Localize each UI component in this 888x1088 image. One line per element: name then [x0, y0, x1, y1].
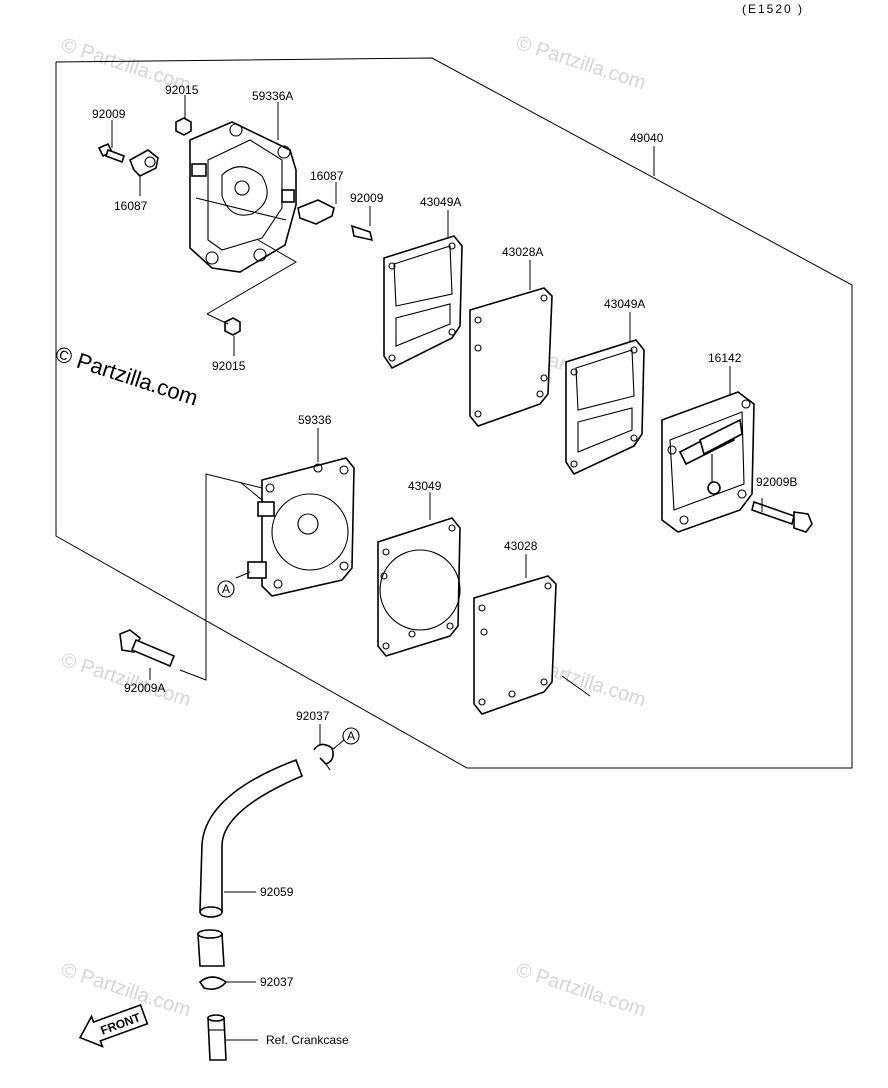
marker-A-clip: A	[342, 727, 360, 745]
pump-body-59336	[247, 457, 355, 597]
watermark-faint: © Partzilla.com	[513, 32, 648, 95]
nut-92015-bottom	[224, 317, 241, 336]
marker-A-label: A	[222, 582, 230, 596]
part-label-92009-left: 92009	[92, 107, 126, 121]
part-label-92009A: 92009A	[124, 681, 165, 695]
diaphragm-43028	[473, 575, 557, 715]
fitting-16087-right	[297, 199, 335, 225]
part-label-16087-left: 16087	[114, 199, 148, 213]
part-label-49040: 49040	[630, 131, 664, 145]
leader-line	[561, 675, 591, 697]
part-label-92059: 92059	[260, 885, 294, 899]
leader-line	[239, 481, 263, 501]
fitting-16087-left	[128, 149, 159, 177]
leader-line	[179, 473, 263, 681]
bolt-92009-right	[350, 224, 374, 242]
part-label-59336: 59336	[298, 413, 332, 427]
gasket-43049A-1	[383, 235, 463, 370]
leader-line	[206, 239, 297, 315]
assembly-outline	[55, 57, 853, 769]
marker-A-body: A	[217, 580, 235, 598]
gasket-43049	[377, 517, 461, 657]
hose-92059	[199, 758, 304, 918]
gasket-43049A-2	[565, 339, 645, 476]
diaphragm-43028A	[469, 287, 553, 427]
marker-A-label: A	[347, 729, 355, 743]
ref-crankcase-label: Ref. Crankcase	[266, 1033, 349, 1047]
part-label-16142: 16142	[708, 351, 742, 365]
part-label-59336A: 59336A	[252, 89, 293, 103]
part-label-92009-right: 92009	[350, 191, 384, 205]
leader-line	[331, 739, 345, 751]
part-label-43049A-2: 43049A	[604, 297, 645, 311]
leader-line	[235, 571, 251, 579]
pipe-segment	[197, 929, 225, 967]
leader-line	[206, 313, 229, 325]
clip-92037-top	[313, 743, 334, 771]
part-label-92037-bottom: 92037	[260, 975, 294, 989]
label-leaders	[111, 95, 763, 1041]
diagram-code: (E1520 )	[742, 2, 804, 16]
part-label-92037-top: 92037	[296, 709, 330, 723]
part-label-92015-bottom: 92015	[212, 359, 246, 373]
part-label-92015-top: 92015	[165, 83, 199, 97]
part-label-43049: 43049	[408, 479, 442, 493]
part-label-43028: 43028	[504, 539, 538, 553]
cover-16142	[661, 391, 755, 533]
part-label-43049A-1: 43049A	[420, 195, 461, 209]
pump-cover-59336A	[189, 121, 297, 273]
watermark-main: © Partzilla.com	[52, 341, 201, 411]
clip-92037-bottom	[198, 976, 228, 990]
bolt-92009-left	[97, 142, 126, 164]
part-label-92009B: 92009B	[756, 475, 797, 489]
front-arrow-icon: FRONT	[78, 1003, 149, 1048]
bolt-92009B	[751, 500, 813, 533]
nut-92015-top	[175, 117, 192, 136]
part-label-16087-right: 16087	[310, 169, 344, 183]
watermark-faint: © Partzilla.com	[513, 959, 648, 1022]
crankcase-fitting	[207, 1014, 227, 1061]
bolt-92009A	[119, 629, 176, 668]
part-label-43028A: 43028A	[502, 245, 543, 259]
